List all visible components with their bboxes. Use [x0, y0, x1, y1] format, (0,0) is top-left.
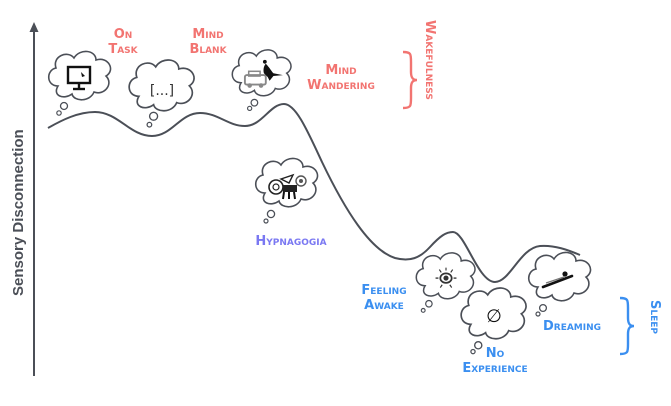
sleep-brace	[619, 296, 635, 356]
label-feeling-awake-line1: Feeling	[361, 283, 407, 298]
thought-cloud-on-task	[47, 50, 112, 116]
label-mind-wandering: Mind Wandering	[300, 63, 382, 93]
label-on-task: On Task	[103, 27, 143, 57]
label-mind-wandering-line1: Mind	[325, 63, 357, 78]
label-no-experience: No Experience	[454, 346, 536, 376]
thought-cloud-no-experience	[460, 287, 527, 355]
label-dreaming-line1: Dreaming	[542, 319, 602, 334]
label-on-task-line1: On	[113, 27, 133, 42]
thought-cloud-dreaming	[527, 251, 592, 317]
label-dreaming: Dreaming	[536, 319, 608, 334]
group-label-wakefulness: Wakefulness	[422, 20, 437, 100]
label-hypnagogia-line1: Hypnagogia	[255, 234, 327, 249]
y-axis-arrowhead	[29, 22, 39, 32]
thought-cloud-feeling-awake	[415, 252, 476, 313]
label-mind-blank-line1: Mind	[192, 27, 224, 42]
disconnection-curve	[47, 102, 581, 284]
label-no-experience-line1: No	[485, 346, 505, 361]
wakefulness-brace	[402, 50, 418, 110]
label-feeling-awake: Feeling Awake	[354, 283, 414, 313]
eye-icon	[435, 267, 457, 288]
kangaroo-jeep-icon	[243, 59, 283, 88]
label-hypnagogia: Hypnagogia	[244, 234, 338, 249]
thought-cloud-hypnagogia	[254, 157, 319, 224]
computer-monitor-icon	[66, 65, 92, 91]
flying-person-icon	[541, 271, 574, 289]
ellipsis-brackets-icon: [...]	[150, 83, 174, 99]
label-on-task-line2: Task	[108, 42, 138, 57]
label-mind-wandering-line2: Wandering	[307, 78, 375, 93]
surreal-creature-icon	[268, 173, 307, 200]
thought-cloud-mind-wandering	[231, 49, 292, 112]
label-no-experience-line2: Experience	[462, 361, 528, 376]
y-axis-label: Sensory Disconnection	[10, 129, 27, 296]
group-label-sleep: Sleep	[647, 300, 662, 334]
thought-cloud-mind-blank	[128, 59, 195, 128]
empty-set-icon: ∅	[486, 306, 502, 327]
label-mind-blank-line2: Blank	[189, 42, 227, 57]
label-feeling-awake-line2: Awake	[364, 298, 404, 313]
label-mind-blank: Mind Blank	[181, 27, 235, 57]
